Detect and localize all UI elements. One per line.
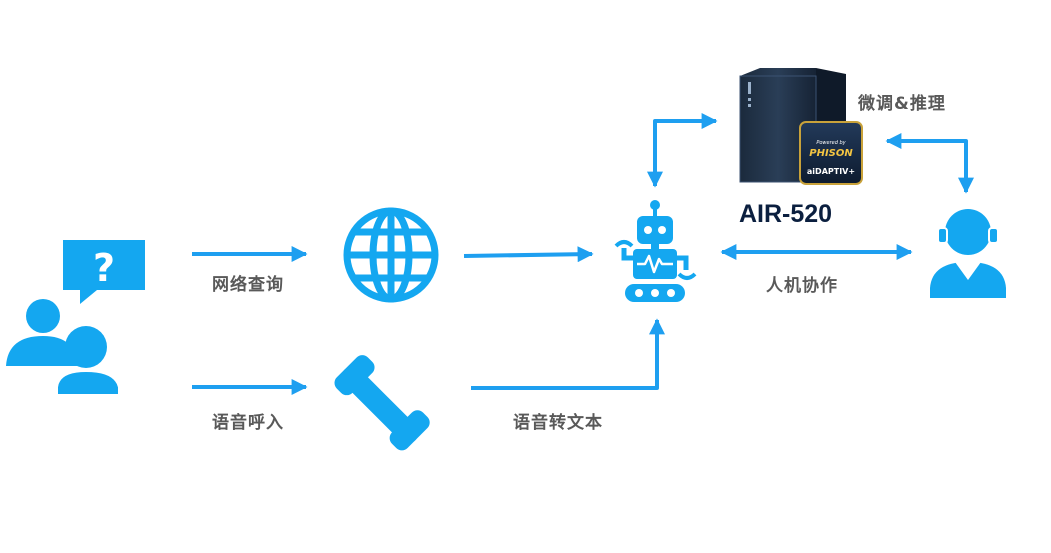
arrow-robot-server xyxy=(647,113,718,188)
phison-badge: Powered by PHISON aiDAPTIV+ xyxy=(799,121,863,185)
globe-icon xyxy=(343,207,439,303)
arrow-phone-to-robot xyxy=(471,318,665,390)
badge-line2: PHISON xyxy=(809,148,853,159)
support-agent-headset-icon xyxy=(930,202,1006,298)
badge-line1: Powered by xyxy=(816,140,846,146)
arrow-globe-to-robot xyxy=(463,246,594,263)
product-title: AIR-520 xyxy=(739,200,833,228)
phone-icon xyxy=(334,355,430,451)
label-human-machine-collab: 人机协作 xyxy=(766,276,838,296)
label-finetune-inference: 微调&推理 xyxy=(858,94,946,114)
arrow-server-agent xyxy=(885,133,974,194)
label-speech-to-text: 语音转文本 xyxy=(513,413,603,433)
badge-line3: aiDAPTIV+ xyxy=(807,167,855,176)
label-voice-call-in: 语音呼入 xyxy=(212,413,284,433)
svg-text:?: ? xyxy=(93,246,115,290)
robot-icon xyxy=(614,200,697,302)
label-web-query: 网络查询 xyxy=(212,275,284,295)
users-question-icon: ? xyxy=(6,240,145,398)
